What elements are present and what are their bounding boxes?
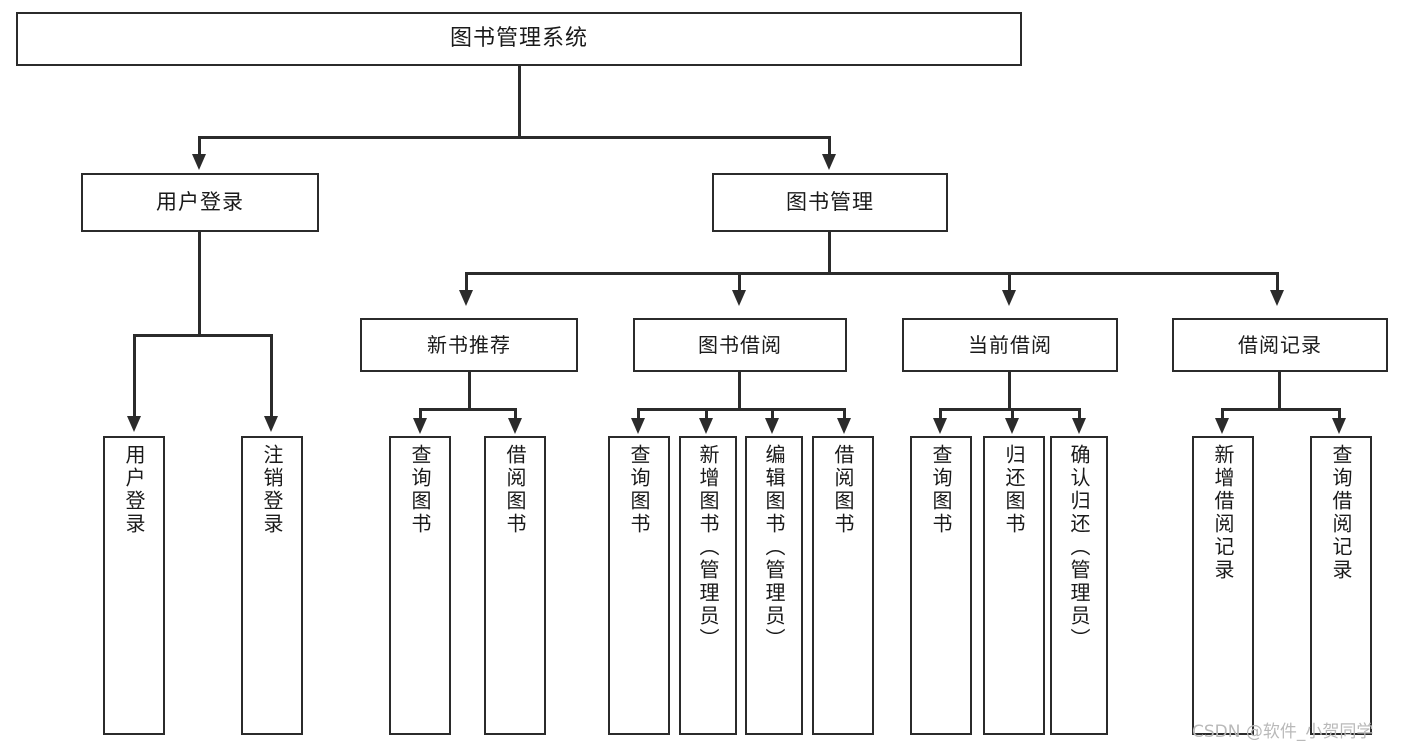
node-label: 新增借阅记录 (1211, 444, 1235, 582)
connector-root-to-user-login (198, 136, 201, 158)
node-label: 确认归还（管理员） (1067, 444, 1091, 651)
arrowhead-new-book-recommend (459, 290, 473, 306)
node-leaf-add-book[interactable]: 新增图书（管理员） (679, 436, 737, 735)
node-label: 用户登录 (122, 444, 146, 536)
node-leaf-query-book-3[interactable]: 查询图书 (910, 436, 972, 735)
connector-bb-drop-3 (771, 408, 774, 420)
arrowhead-leaf-add-record (1215, 418, 1229, 434)
watermark-text: CSDN @软件_小贺同学 (1192, 722, 1374, 742)
connector-br-drop-1 (1221, 408, 1224, 420)
arrowhead-leaf-add-book (699, 418, 713, 434)
connector-bb-drop-2 (705, 408, 708, 420)
node-label: 借阅记录 (1238, 332, 1322, 357)
node-leaf-query-record[interactable]: 查询借阅记录 (1310, 436, 1372, 735)
connector-book-borrow-bar (637, 408, 846, 411)
node-label: 新增图书（管理员） (696, 444, 720, 651)
node-leaf-query-book-2[interactable]: 查询图书 (608, 436, 670, 735)
connector-borrow-record-stem (1278, 372, 1281, 410)
connector-book-manage-stem (828, 232, 831, 274)
arrowhead-book-manage (822, 154, 836, 170)
node-leaf-add-record[interactable]: 新增借阅记录 (1192, 436, 1254, 735)
arrowhead-leaf-query-book-1 (413, 418, 427, 434)
connector-bb-drop-4 (843, 408, 846, 420)
node-label: 借阅图书 (831, 444, 855, 536)
node-label: 查询借阅记录 (1329, 444, 1353, 582)
arrowhead-leaf-return-book (1005, 418, 1019, 434)
arrowhead-borrow-record (1270, 290, 1284, 306)
connector-root-to-book-manage (828, 136, 831, 158)
connector-cb-drop-2 (1011, 408, 1014, 420)
node-label: 查询图书 (627, 444, 651, 536)
arrowhead-leaf-borrow-book-2 (837, 418, 851, 434)
connector-borrow-record-bar (1221, 408, 1341, 411)
node-book-borrow[interactable]: 图书借阅 (633, 318, 847, 372)
node-leaf-borrow-book-1[interactable]: 借阅图书 (484, 436, 546, 735)
node-root-system[interactable]: 图书管理系统 (16, 12, 1022, 66)
connector-current-borrow-bar (939, 408, 1081, 411)
node-leaf-edit-book[interactable]: 编辑图书（管理员） (745, 436, 803, 735)
arrowhead-leaf-logout-login (264, 416, 278, 432)
node-label: 新书推荐 (427, 332, 511, 357)
connector-cb-drop-3 (1078, 408, 1081, 420)
connector-root-stem (518, 66, 521, 138)
node-label: 注销登录 (260, 444, 284, 536)
arrowhead-book-borrow (732, 290, 746, 306)
connector-to-borrow-record (1276, 272, 1279, 294)
node-leaf-logout-login[interactable]: 注销登录 (241, 436, 303, 735)
node-label: 编辑图书（管理员） (762, 444, 786, 651)
connector-to-current-borrow (1008, 272, 1011, 294)
node-leaf-query-book-1[interactable]: 查询图书 (389, 436, 451, 735)
node-label: 图书借阅 (698, 332, 782, 357)
node-borrow-record[interactable]: 借阅记录 (1172, 318, 1388, 372)
arrowhead-leaf-confirm-return (1072, 418, 1086, 434)
connector-new-book-recommend-bar (419, 408, 517, 411)
node-leaf-return-book[interactable]: 归还图书 (983, 436, 1045, 735)
connector-user-login-drop-2 (270, 334, 273, 418)
connector-new-book-recommend-stem (468, 372, 471, 410)
node-user-login[interactable]: 用户登录 (81, 173, 319, 232)
arrowhead-leaf-query-record (1332, 418, 1346, 434)
connector-user-login-drop-1 (133, 334, 136, 418)
connector-nbr-drop-1 (419, 408, 422, 420)
connector-to-new-book-recommend (465, 272, 468, 294)
connector-bb-drop-1 (637, 408, 640, 420)
connector-to-book-borrow (738, 272, 741, 294)
connector-current-borrow-stem (1008, 372, 1011, 410)
arrowhead-user-login (192, 154, 206, 170)
connector-nbr-drop-2 (514, 408, 517, 420)
node-label: 当前借阅 (968, 332, 1052, 357)
connector-book-manage-bar (465, 272, 1279, 275)
node-book-manage[interactable]: 图书管理 (712, 173, 948, 232)
node-leaf-confirm-return[interactable]: 确认归还（管理员） (1050, 436, 1108, 735)
node-label: 归还图书 (1002, 444, 1026, 536)
connector-user-login-stem (198, 232, 201, 336)
connector-book-borrow-stem (738, 372, 741, 410)
arrowhead-leaf-query-book-2 (631, 418, 645, 434)
connector-br-drop-2 (1338, 408, 1341, 420)
arrowhead-leaf-query-book-3 (933, 418, 947, 434)
node-new-book-recommend[interactable]: 新书推荐 (360, 318, 578, 372)
node-leaf-borrow-book-2[interactable]: 借阅图书 (812, 436, 874, 735)
node-label: 图书管理系统 (449, 26, 588, 52)
arrowhead-leaf-borrow-book-1 (508, 418, 522, 434)
node-label: 查询图书 (929, 444, 953, 536)
arrowhead-leaf-user-login (127, 416, 141, 432)
node-label: 查询图书 (408, 444, 432, 536)
node-label: 用户登录 (156, 190, 244, 215)
node-label: 借阅图书 (503, 444, 527, 536)
connector-root-bar (198, 136, 831, 139)
connector-cb-drop-1 (939, 408, 942, 420)
node-label: 图书管理 (786, 190, 874, 215)
arrowhead-current-borrow (1002, 290, 1016, 306)
connector-user-login-bar (133, 334, 272, 337)
node-current-borrow[interactable]: 当前借阅 (902, 318, 1118, 372)
node-leaf-user-login[interactable]: 用户登录 (103, 436, 165, 735)
arrowhead-leaf-edit-book (765, 418, 779, 434)
